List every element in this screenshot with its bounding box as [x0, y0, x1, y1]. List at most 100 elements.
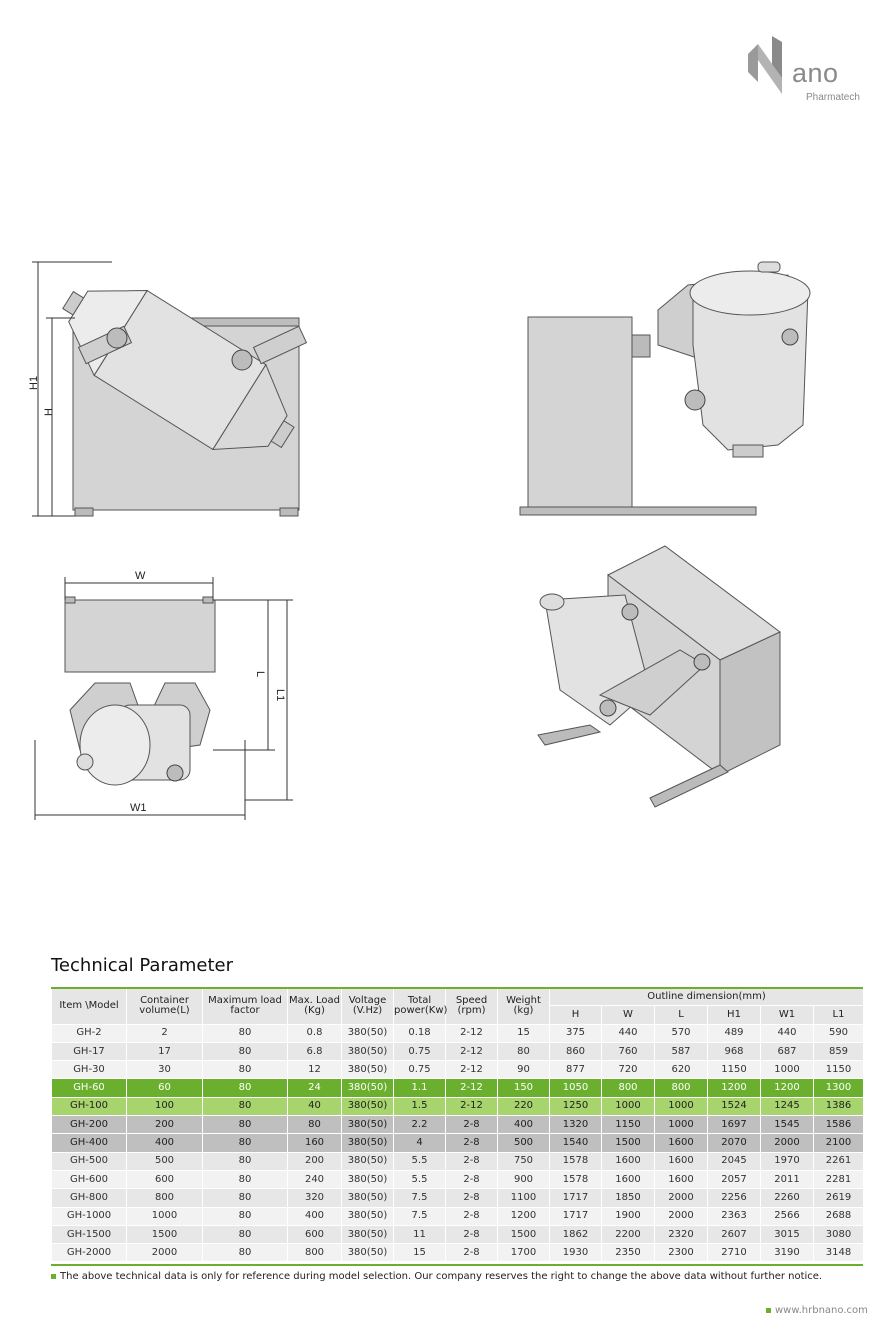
cell-l: 620: [654, 1060, 708, 1080]
cell-l: 587: [654, 1041, 708, 1062]
cell-power: 0.75: [393, 1060, 446, 1080]
cell-h1: 489: [707, 1023, 761, 1043]
cell-voltage: 380(50): [341, 1060, 394, 1080]
col-header-outline: Outline dimension(mm): [548, 986, 865, 1007]
cell-w1: 440: [760, 1023, 814, 1043]
cell-l1: 2688: [812, 1206, 865, 1226]
cell-model: GH-100: [51, 1096, 127, 1117]
cell-l1: 1386: [812, 1096, 865, 1117]
cell-h: 1250: [549, 1096, 602, 1117]
cell-h1: 2607: [707, 1224, 761, 1245]
cell-model: GH-400: [51, 1133, 127, 1153]
cell-speed: 2-12: [445, 1023, 498, 1043]
col-header-dim-w1: W1: [760, 1005, 814, 1025]
col-header-weight: Weight (kg): [497, 987, 550, 1025]
cell-l1: 590: [812, 1023, 865, 1043]
cell-speed: 2-12: [445, 1078, 498, 1098]
cell-h1: 2070: [707, 1133, 761, 1153]
cell-l1: 3148: [812, 1243, 865, 1263]
website-footer[interactable]: www.hrbnano.com: [766, 1305, 868, 1316]
cell-power: 4: [393, 1133, 446, 1153]
cell-h: 1930: [549, 1243, 602, 1263]
cell-h: 1717: [549, 1206, 602, 1226]
disclaimer-text: The above technical data is only for ref…: [60, 1271, 823, 1282]
disclaimer-note: The above technical data is only for ref…: [51, 1271, 822, 1282]
cell-volume: 30: [126, 1060, 203, 1080]
cell-volume: 17: [126, 1041, 203, 1062]
cell-h1: 2256: [707, 1188, 761, 1208]
col-header-speed: Speed (rpm): [445, 987, 498, 1025]
cell-volume: 400: [126, 1133, 203, 1153]
cell-w1: 1970: [760, 1151, 814, 1171]
cell-h1: 1150: [707, 1060, 761, 1080]
cell-factor: 80: [202, 1188, 288, 1208]
cell-weight: 80: [497, 1041, 550, 1062]
bullet-square-icon: [766, 1307, 771, 1313]
cell-volume: 60: [126, 1078, 203, 1098]
cell-speed: 2-8: [445, 1206, 498, 1226]
cell-factor: 80: [202, 1151, 288, 1171]
cell-volume: 1500: [126, 1224, 203, 1245]
col-header-dim-h1: H1: [707, 1005, 761, 1025]
col-header-model: Item \Model: [51, 987, 127, 1025]
dim-label-w: W: [135, 570, 146, 582]
cell-factor: 80: [202, 1133, 288, 1153]
cell-l1: 3080: [812, 1224, 865, 1245]
cell-model: GH-1000: [51, 1206, 127, 1226]
cell-factor: 80: [202, 1041, 288, 1062]
dim-label-w1: W1: [130, 802, 147, 814]
cell-l1: 1300: [812, 1078, 865, 1098]
cell-w1: 2000: [760, 1133, 814, 1153]
cell-h: 860: [549, 1041, 602, 1062]
cell-w: 720: [601, 1060, 655, 1080]
cell-model: GH-500: [51, 1151, 127, 1171]
cell-h1: 1200: [707, 1078, 761, 1098]
cell-factor: 80: [202, 1243, 288, 1263]
cell-w1: 3190: [760, 1243, 814, 1263]
cell-l: 1000: [654, 1115, 708, 1135]
cell-weight: 15: [497, 1023, 550, 1043]
cell-power: 1.5: [393, 1096, 446, 1117]
cell-model: GH-17: [51, 1041, 127, 1062]
cell-voltage: 380(50): [341, 1188, 394, 1208]
cell-factor: 80: [202, 1169, 288, 1190]
cell-h: 1540: [549, 1133, 602, 1153]
section-title: Technical Parameter: [51, 955, 234, 976]
cell-volume: 500: [126, 1151, 203, 1171]
cell-l: 2000: [654, 1206, 708, 1226]
cell-w: 1500: [601, 1133, 655, 1153]
dim-label-h1: H1: [28, 376, 40, 390]
cell-weight: 750: [497, 1151, 550, 1171]
cell-h: 1050: [549, 1078, 602, 1098]
cell-l1: 1586: [812, 1115, 865, 1135]
cell-w: 2200: [601, 1224, 655, 1245]
cell-power: 7.5: [393, 1206, 446, 1226]
cell-volume: 1000: [126, 1206, 203, 1226]
cell-factor: 80: [202, 1206, 288, 1226]
cell-w1: 687: [760, 1041, 814, 1062]
cell-l: 1600: [654, 1133, 708, 1153]
website-link[interactable]: www.hrbnano.com: [775, 1305, 868, 1316]
cell-speed: 2-8: [445, 1151, 498, 1171]
dim-label-l: L: [254, 671, 266, 677]
cell-voltage: 380(50): [341, 1243, 394, 1263]
technical-parameter-table: Item \Model Container volume(L) Maximum …: [51, 986, 865, 1263]
col-header-voltage: Voltage (V.Hz): [341, 987, 394, 1025]
cell-speed: 2-8: [445, 1169, 498, 1190]
cell-w: 1600: [601, 1151, 655, 1171]
front-view-drawing: H1 H: [28, 261, 308, 517]
cell-volume: 2: [126, 1023, 203, 1043]
cell-model: GH-200: [51, 1115, 127, 1135]
cell-w: 1150: [601, 1115, 655, 1135]
cell-load: 12: [287, 1060, 342, 1080]
cell-h: 1717: [549, 1188, 602, 1208]
cell-volume: 100: [126, 1096, 203, 1117]
side-view-drawing: [519, 261, 811, 516]
